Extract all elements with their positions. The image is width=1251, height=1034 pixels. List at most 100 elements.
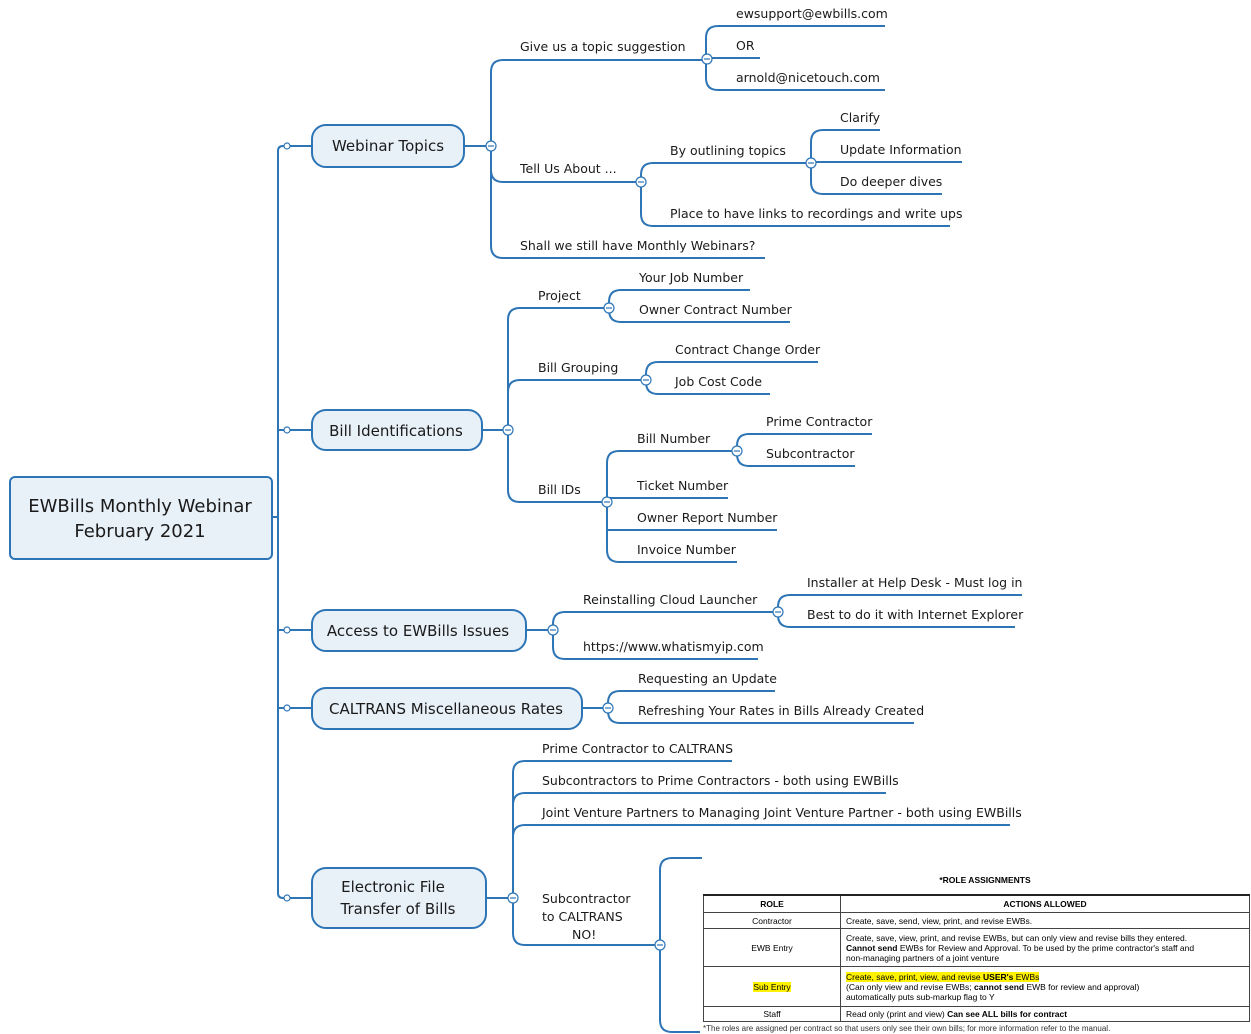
collapse-icon[interactable] <box>805 157 817 169</box>
collapse-icon[interactable] <box>731 445 743 457</box>
prime-caltrans-label: Prime Contractor to CALTRANS <box>542 741 733 756</box>
webinar-topics-label: Webinar Topics <box>332 137 444 155</box>
role-sub-entry-text: Sub Entry <box>753 981 791 992</box>
collapse-icon[interactable] <box>602 702 614 714</box>
actions-sub-entry-line3: automatically puts sub-markup flag to Y <box>846 991 995 1002</box>
requesting-update-label: Requesting an Update <box>638 671 777 686</box>
actions-ewb-entry-line1: Create, save, view, print, and revise EW… <box>846 932 1188 943</box>
role-ewb-entry: EWB Entry <box>703 928 841 967</box>
ticket-number-label: Ticket Number <box>636 478 729 493</box>
see-all-bills-text: Can see ALL bills for contract <box>947 1009 1068 1019</box>
collapse-icon[interactable] <box>640 374 652 386</box>
actions-sub-entry-line2-pre: (Can only view and revise EWBs; <box>846 981 975 992</box>
eft-label-line2: Transfer of Bills <box>340 900 456 918</box>
or-label: OR <box>736 38 755 53</box>
branch-bill-identifications: Bill Identifications Project Your Job Nu… <box>311 270 873 563</box>
collapse-icon[interactable] <box>603 302 615 314</box>
actions-ewb-entry: Create, save, view, print, and revise EW… <box>840 928 1250 967</box>
caltrans-label: CALTRANS Miscellaneous Rates <box>329 700 563 718</box>
branch-webinar-topics: Webinar Topics Give us a topic suggestio… <box>311 6 963 259</box>
bill-number-label: Bill Number <box>637 431 711 446</box>
branch-electronic-transfer: Electronic File Transfer of Bills Prime … <box>311 741 1022 1033</box>
role-table-title: *ROLE ASSIGNMENTS <box>939 875 1031 885</box>
owner-report-label: Owner Report Number <box>637 510 778 525</box>
place-links-label: Place to have links to recordings and wr… <box>670 206 963 221</box>
deeper-label: Do deeper dives <box>840 174 942 189</box>
actions-ewb-entry-line3: non-managing partners of a joint venture <box>846 952 1000 963</box>
collapse-icon[interactable] <box>635 176 647 188</box>
monthly-webinars-label: Shall we still have Monthly Webinars? <box>520 238 755 253</box>
actions-sub-entry-line1: Create, save, print, view, and revise US… <box>846 971 1244 982</box>
email-ewsupport: ewsupport@ewbills.com <box>736 6 888 21</box>
collapse-icon[interactable] <box>654 939 666 951</box>
reinstall-label: Reinstalling Cloud Launcher <box>583 592 758 607</box>
actions-ewb-entry-line2-rest: EWBs for Review and Approval. To be used… <box>897 942 1195 953</box>
jv-partners-label: Joint Venture Partners to Managing Joint… <box>541 805 1022 820</box>
role-sub-entry: Sub Entry <box>703 966 841 1007</box>
actions-staff: Read only (print and view) Can see ALL b… <box>840 1006 1250 1022</box>
node-caltrans-rates[interactable]: CALTRANS Miscellaneous Rates <box>311 687 583 730</box>
root-node[interactable]: EWBills Monthly Webinar February 2021 <box>9 476 273 560</box>
project-label: Project <box>538 288 581 303</box>
actions-sub-entry-pre: Create, save, print, view, and revise <box>846 971 984 982</box>
bill-ids-node-label: Bill IDs <box>538 482 581 497</box>
tell-us-label: Tell Us About ... <box>519 161 617 176</box>
cannot-send-text: cannot send <box>974 981 1025 992</box>
prime-contractor-label: Prime Contractor <box>766 414 873 429</box>
actions-staff-pre: Read only (print and view) <box>846 1009 948 1019</box>
node-bill-identifications[interactable]: Bill Identifications <box>311 409 483 451</box>
role-column-header: ROLE <box>703 894 841 913</box>
actions-sub-entry-line2: (Can only view and revise EWBs; cannot s… <box>846 982 1244 992</box>
root-connectors <box>272 142 312 902</box>
role-contractor: Contractor <box>703 912 841 929</box>
update-info-label: Update Information <box>840 142 962 157</box>
node-webinar-topics[interactable]: Webinar Topics <box>311 124 465 168</box>
collapse-icon[interactable] <box>485 140 497 152</box>
collapse-icon[interactable] <box>701 53 713 65</box>
collapse-icon[interactable] <box>507 892 519 904</box>
outlining-label: By outlining topics <box>670 143 786 158</box>
bill-ids-label: Bill Identifications <box>329 422 463 440</box>
actions-sub-entry: Create, save, print, view, and revise US… <box>840 966 1250 1007</box>
actions-sub-entry-post: EWBs <box>1013 971 1040 982</box>
subcontractor-label: Subcontractor <box>766 446 855 461</box>
collapse-icon[interactable] <box>601 496 613 508</box>
role-assignments-table: *ROLE ASSIGNMENTS ROLE ACTIONS ALLOWED C… <box>700 868 1251 1034</box>
installer-label: Installer at Help Desk - Must log in <box>807 575 1022 590</box>
refreshing-rates-label: Refreshing Your Rates in Bills Already C… <box>638 703 924 718</box>
bill-grouping-label: Bill Grouping <box>538 360 618 375</box>
whatismyip-link: https://www.whatismyip.com <box>583 639 764 654</box>
root-title-line2: February 2021 <box>74 521 205 542</box>
collapse-icon[interactable] <box>502 424 514 436</box>
sub-caltrans-line1: Subcontractor <box>542 891 631 906</box>
invoice-number-label: Invoice Number <box>637 542 737 557</box>
role-staff: Staff <box>703 1006 841 1022</box>
actions-sub-entry-line2-post: EWB for review and approval) <box>1024 981 1140 992</box>
root-title-line1: EWBills Monthly Webinar <box>28 496 252 517</box>
users-text: USER's <box>983 971 1014 982</box>
best-ie-label: Best to do it with Internet Explorer <box>807 607 1024 622</box>
owner-contract-label: Owner Contract Number <box>639 302 793 317</box>
eft-label-line1: Electronic File <box>341 878 445 896</box>
topic-suggestion-label: Give us a topic suggestion <box>520 39 686 54</box>
actions-column-header: ACTIONS ALLOWED <box>840 894 1250 913</box>
collapse-icon[interactable] <box>772 606 784 618</box>
clarify-label: Clarify <box>840 110 881 125</box>
branch-caltrans-rates: CALTRANS Miscellaneous Rates Requesting … <box>311 671 924 730</box>
job-number-label: Your Job Number <box>638 270 744 285</box>
node-electronic-transfer[interactable]: Electronic File Transfer of Bills <box>311 867 487 929</box>
change-order-label: Contract Change Order <box>675 342 821 357</box>
job-cost-label: Job Cost Code <box>674 374 762 389</box>
node-access-issues[interactable]: Access to EWBills Issues <box>311 609 527 652</box>
sub-caltrans-line3: NO! <box>572 927 596 942</box>
collapse-icon[interactable] <box>547 624 559 636</box>
sub-caltrans-line2: to CALTRANS <box>542 909 623 924</box>
actions-ewb-entry-line2: Cannot send EWBs for Review and Approval… <box>846 943 1244 953</box>
access-label: Access to EWBills Issues <box>327 622 509 640</box>
branch-access-issues: Access to EWBills Issues Reinstalling Cl… <box>311 575 1024 660</box>
actions-contractor: Create, save, send, view, print, and rev… <box>840 912 1250 929</box>
subs-prime-label: Subcontractors to Prime Contractors - bo… <box>542 773 899 788</box>
cannot-send-text: Cannot send <box>846 942 898 953</box>
email-arnold: arnold@nicetouch.com <box>736 70 880 85</box>
